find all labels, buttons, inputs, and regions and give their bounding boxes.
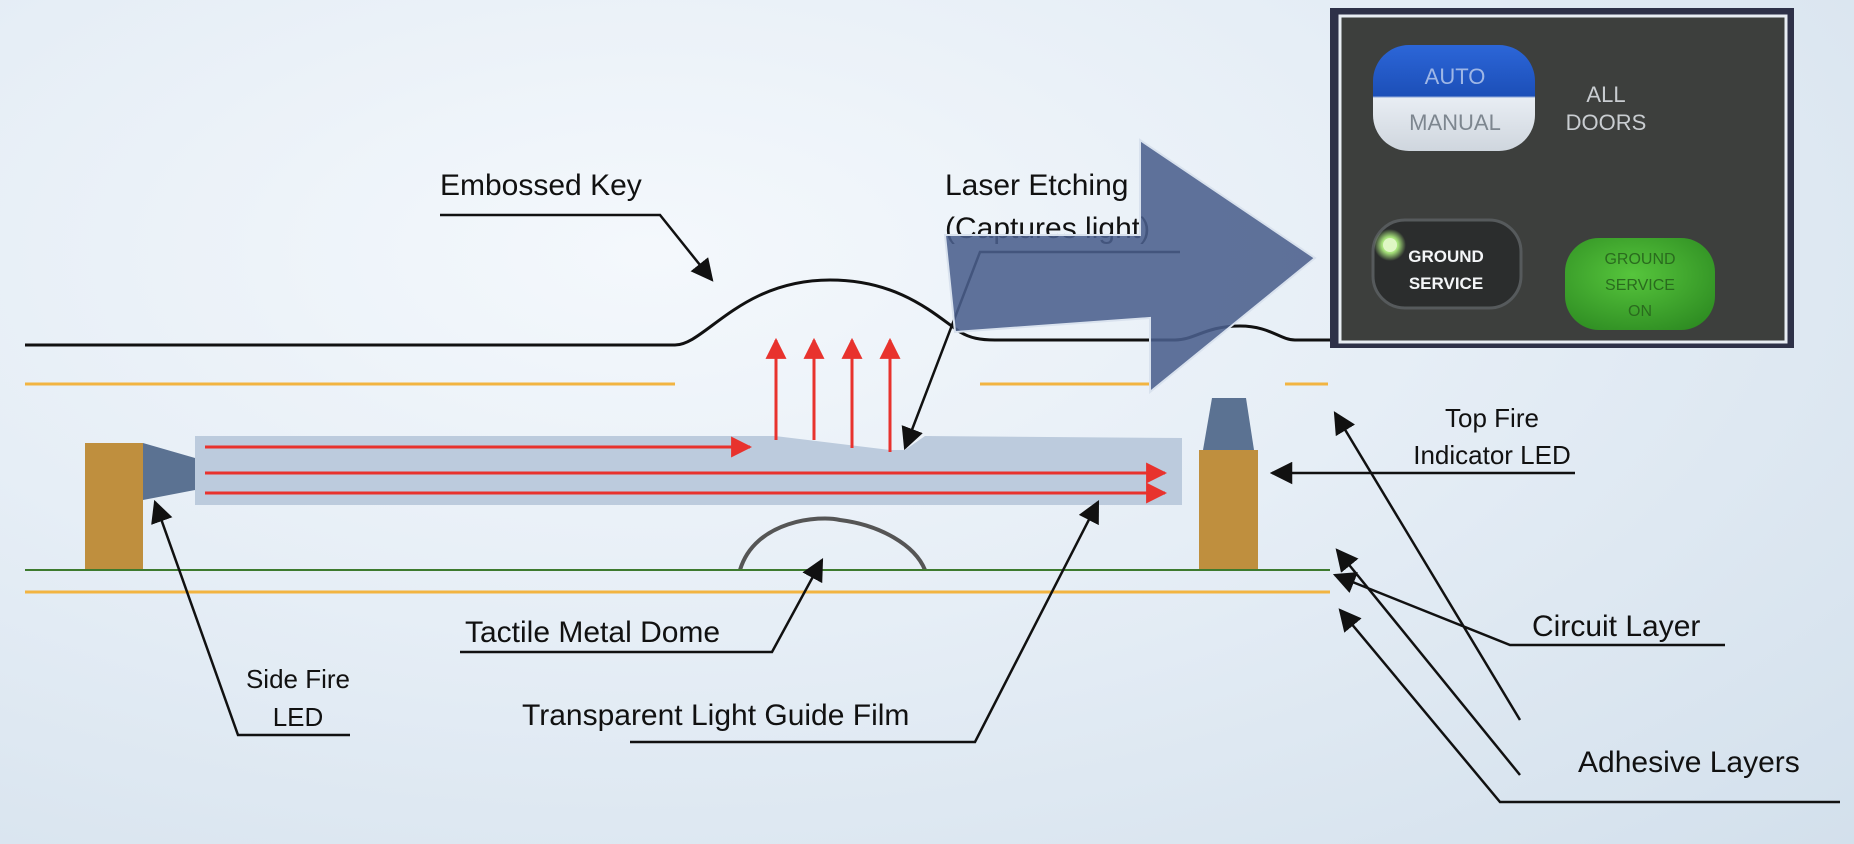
auto-label: AUTO (1425, 64, 1486, 89)
side-fire-led-body (85, 443, 143, 570)
leader-adhesive-3 (1333, 411, 1522, 721)
ground-service-button[interactable]: GROUND SERVICE (1371, 218, 1523, 310)
leader-tactile-dome (460, 558, 824, 654)
ground-service-line2: SERVICE (1409, 274, 1483, 293)
leader-side-fire (151, 499, 350, 737)
side-fire-led-lens (143, 443, 195, 500)
top-fire-led-body (1199, 450, 1258, 570)
gs-on-line3: ON (1628, 303, 1652, 320)
leader-embossed-key (440, 213, 714, 282)
gs-on-line2: SERVICE (1605, 277, 1675, 294)
all-doors-line1: ALL (1586, 82, 1625, 107)
label-side-fire-1: Side Fire (246, 664, 350, 694)
leader-light-guide-film (630, 499, 1100, 744)
ground-service-on-button[interactable]: GROUND SERVICE ON (1565, 238, 1715, 330)
manual-label: MANUAL (1409, 110, 1501, 135)
leader-adhesive-2 (1335, 548, 1521, 776)
gs-on-line1: GROUND (1604, 251, 1675, 268)
inset-control-panel: AUTO MANUAL ALL DOORS GROUND SERVICE GRO… (1330, 8, 1794, 348)
auto-manual-button[interactable]: AUTO MANUAL (1373, 45, 1535, 151)
tactile-metal-dome (738, 516, 927, 571)
label-adhesive-layers: Adhesive Layers (1578, 746, 1800, 779)
label-embossed-key: Embossed Key (440, 169, 642, 202)
label-light-guide-film: Transparent Light Guide Film (522, 699, 909, 732)
label-top-fire-2: Indicator LED (1413, 440, 1571, 470)
callout-arrow (943, 138, 1317, 395)
label-laser-etching-1: Laser Etching (945, 169, 1128, 202)
top-fire-led-lens (1203, 398, 1254, 450)
leader-circuit-layer (1332, 572, 1725, 647)
ground-service-line1: GROUND (1408, 247, 1484, 266)
leader-adhesive-1 (1338, 608, 1840, 804)
label-tactile-dome: Tactile Metal Dome (465, 616, 720, 649)
label-circuit-layer: Circuit Layer (1532, 610, 1700, 643)
light-guide-film (195, 436, 1182, 505)
label-top-fire-1: Top Fire (1445, 403, 1539, 433)
all-doors-line2: DOORS (1566, 110, 1647, 135)
label-side-fire-2: LED (273, 702, 324, 732)
